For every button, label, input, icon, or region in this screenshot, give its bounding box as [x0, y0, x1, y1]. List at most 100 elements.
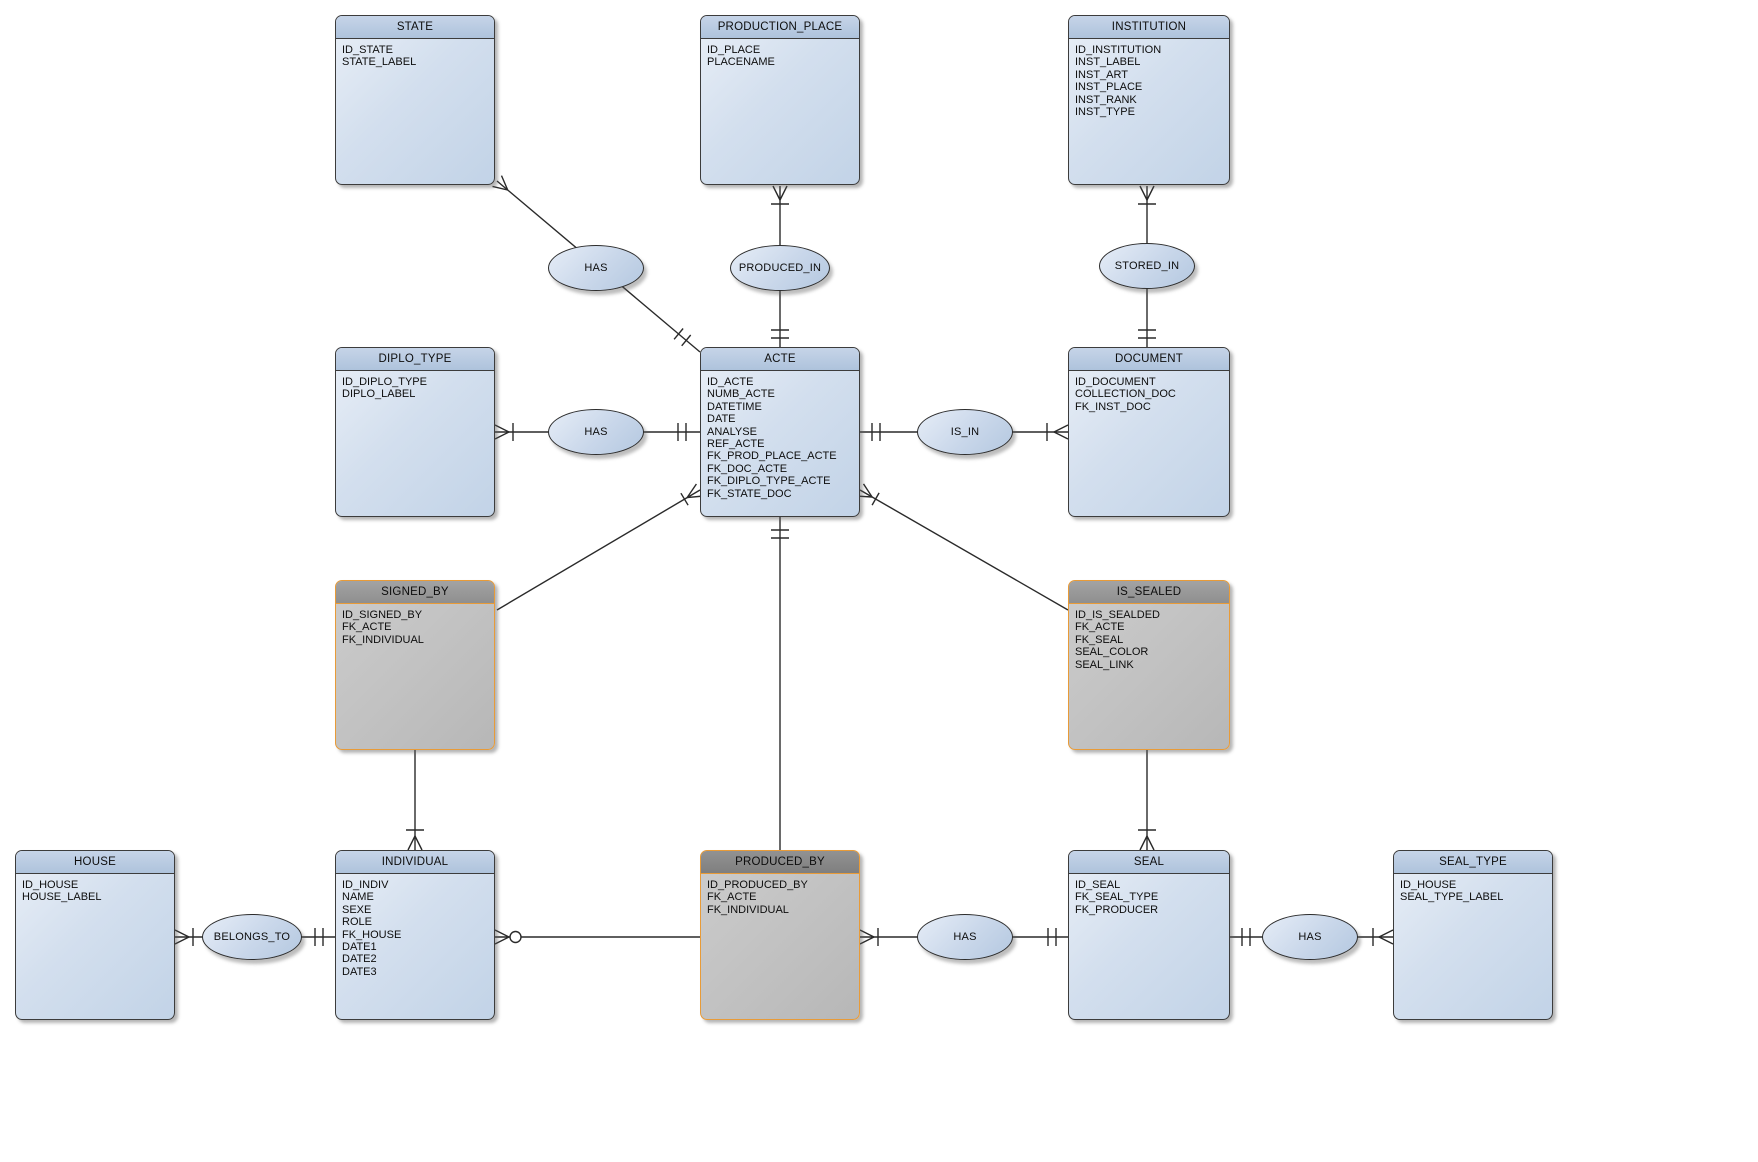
entity-field: FK_INST_DOC — [1075, 400, 1151, 413]
relationship-has-state-acte[interactable]: HAS — [548, 245, 644, 291]
entity-field: DATE — [707, 413, 736, 426]
entity-field: ID_PLACE — [707, 44, 761, 56]
entity-field: ROLE — [342, 916, 372, 929]
connector-acte-signedby — [496, 483, 704, 611]
connector-individual-producedby — [494, 929, 700, 945]
entity-field: SEAL_LINK — [1075, 658, 1134, 671]
entity-title: PRODUCTION_PLACE — [701, 16, 859, 39]
entity-field: PLACENAME — [707, 56, 775, 69]
entity-title: SEAL — [1069, 851, 1229, 874]
entity-title: DIPLO_TYPE — [336, 348, 494, 371]
entity-field: ID_DOCUMENT — [1075, 376, 1156, 388]
entity-field: FK_INDIVIDUAL — [707, 903, 789, 916]
entity-field: NUMB_ACTE — [707, 388, 775, 401]
entity-field: INST_ART — [1075, 68, 1128, 81]
entity-title: DOCUMENT — [1069, 348, 1229, 371]
entity-field: FK_DIPLO_TYPE_ACTE — [707, 475, 831, 488]
relationship-produced-in[interactable]: PRODUCED_IN — [730, 245, 830, 291]
entity-field: ID_DIPLO_TYPE — [342, 376, 427, 388]
entity-field: ID_INSTITUTION — [1075, 44, 1162, 56]
entity-title: IS_SEALED — [1069, 581, 1229, 604]
relationship-has-diplo-acte[interactable]: HAS — [548, 409, 644, 455]
entity-field: INST_PLACE — [1075, 81, 1143, 94]
entity-field: DATE1 — [342, 941, 377, 954]
entity-field: FK_SEAL — [1075, 633, 1124, 646]
entity-field: FK_SEAL_TYPE — [1075, 891, 1159, 904]
entity-field: FK_ACTE — [1075, 621, 1125, 634]
entity-field: DATE2 — [342, 953, 377, 966]
entity-title: INSTITUTION — [1069, 16, 1229, 39]
entity-title: HOUSE — [16, 851, 174, 874]
entity-field: ID_SIGNED_BY — [342, 609, 423, 621]
relationship-has-producedby-seal[interactable]: HAS — [917, 914, 1013, 960]
entity-field: ID_HOUSE — [22, 879, 79, 891]
entity-title: SEAL_TYPE — [1394, 851, 1552, 874]
entity-field: NAME — [342, 891, 374, 904]
entity-title: SIGNED_BY — [336, 581, 494, 604]
entity-field: ID_STATE — [342, 44, 393, 56]
relationship-belongs-to[interactable]: BELONGS_TO — [202, 914, 302, 960]
entity-field: FK_DOC_ACTE — [707, 462, 788, 475]
entity-field: DATE3 — [342, 965, 377, 978]
relationship-stored-in[interactable]: STORED_IN — [1099, 243, 1195, 289]
entity-field: FK_PRODUCER — [1075, 903, 1159, 916]
connector-issealed-seal — [1138, 750, 1156, 851]
entity-field: DIPLO_LABEL — [342, 388, 416, 401]
entity-field: INST_RANK — [1075, 93, 1137, 106]
entity-field: FK_HOUSE — [342, 928, 402, 941]
entity-title: ACTE — [701, 348, 859, 371]
relationship-is-in[interactable]: IS_IN — [917, 409, 1013, 455]
entity-field: FK_INDIVIDUAL — [342, 633, 424, 646]
entity-field: STATE_LABEL — [342, 56, 417, 69]
entity-title: STATE — [336, 16, 494, 39]
entity-field: SEXE — [342, 903, 372, 916]
entity-title: INDIVIDUAL — [336, 851, 494, 874]
entity-field: INST_TYPE — [1075, 106, 1135, 119]
connector-signedby-individual — [406, 750, 424, 851]
entity-field: INST_LABEL — [1075, 56, 1141, 69]
entity-field: ID_INDIV — [342, 879, 389, 891]
entity-field: ID_SEAL — [1075, 879, 1121, 891]
connector-acte-issealed — [856, 483, 1069, 611]
entity-field: ID_HOUSE — [1400, 879, 1457, 891]
entity-field: FK_ACTE — [707, 891, 757, 904]
relationship-has-seal-sealtype[interactable]: HAS — [1262, 914, 1358, 960]
entity-field: COLLECTION_DOC — [1075, 388, 1176, 401]
connector-acte-producedby — [771, 517, 789, 850]
entity-field: REF_ACTE — [707, 438, 765, 451]
entity-field: ID_ACTE — [707, 376, 754, 388]
entity-field: ID_IS_SEALDED — [1075, 609, 1160, 621]
entity-field: SEAL_TYPE_LABEL — [1400, 891, 1504, 904]
entity-field: SEAL_COLOR — [1075, 646, 1149, 659]
entity-field: FK_ACTE — [342, 621, 392, 634]
entity-field: HOUSE_LABEL — [22, 891, 102, 904]
entity-field: FK_STATE_DOC — [707, 487, 792, 500]
entity-title: PRODUCED_BY — [701, 851, 859, 874]
entity-field: FK_PROD_PLACE_ACTE — [707, 450, 837, 463]
